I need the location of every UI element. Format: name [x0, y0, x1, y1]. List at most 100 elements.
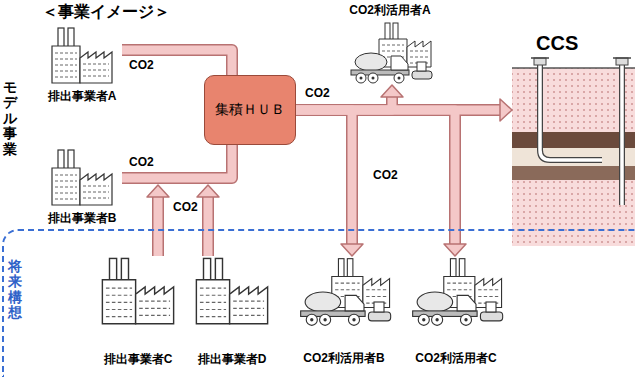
pipe-outlines — [122, 50, 501, 256]
ccs-node: CCS — [512, 32, 635, 246]
wheel-hub — [352, 318, 355, 321]
window-row — [233, 308, 264, 309]
emitter-node: 排出事業者B — [42, 148, 122, 227]
flow-label: CO2 — [172, 200, 199, 214]
window-row — [233, 301, 264, 302]
window-row — [335, 283, 359, 284]
pipe-body — [296, 110, 352, 245]
utilizer-icon — [406, 256, 506, 328]
window-row — [55, 187, 77, 188]
window-row — [55, 65, 77, 66]
wheel — [306, 314, 317, 325]
pipe-arrowhead — [444, 244, 466, 256]
window-row — [55, 71, 77, 72]
emitter-node: 排出事業者D — [191, 256, 273, 368]
window-row — [106, 309, 132, 310]
pipe-outline — [152, 196, 164, 256]
window-row — [382, 51, 404, 52]
window-row — [200, 316, 226, 317]
factory-icon — [194, 256, 270, 325]
hub-box: 集積ＨＵＢ — [204, 75, 296, 145]
node-label: 排出事業者D — [198, 351, 267, 368]
window-row — [83, 70, 109, 71]
flow-label: CO2 — [304, 86, 331, 100]
mixer-drum — [305, 292, 341, 312]
pipe-body — [122, 145, 232, 178]
window-row — [55, 193, 77, 194]
window-row — [55, 53, 77, 54]
truck-cab — [345, 295, 364, 311]
flow-label: CO2 — [128, 155, 155, 169]
factory-block — [196, 280, 229, 324]
wheel-hub — [398, 77, 401, 80]
node-label: CO2利活用者A — [349, 2, 430, 19]
pipe-outline — [296, 110, 455, 245]
utilizer-icon — [345, 21, 435, 85]
factory-icon — [50, 148, 114, 206]
pipe-arrowhead — [500, 99, 512, 121]
window-row — [478, 296, 498, 297]
truck-cab — [457, 295, 476, 311]
future-band: 将来構想排出事業者C排出事業者DCO2利活用者BCO2利活用者C — [2, 229, 635, 377]
factory-block — [52, 168, 80, 205]
window-row — [447, 289, 471, 290]
window-row — [139, 301, 170, 302]
co2-pipe — [122, 50, 232, 75]
window-row — [410, 51, 428, 52]
wheel-hub — [372, 77, 375, 80]
pipe-arrowhead — [381, 85, 403, 97]
window-row — [366, 289, 386, 290]
factory-icon — [50, 26, 114, 84]
window-row — [139, 308, 170, 309]
factory-block — [80, 52, 112, 83]
window-row — [335, 289, 359, 290]
window-row — [447, 283, 471, 284]
utilizer-node: CO2利活用者B — [291, 256, 397, 367]
pipe-outline — [296, 110, 352, 245]
pipe-body — [122, 50, 232, 75]
flow-label: CO2 — [128, 58, 155, 72]
window-row — [83, 192, 109, 193]
pipe-body — [154, 196, 163, 256]
wheel-hub — [323, 318, 326, 321]
window-row — [139, 315, 170, 316]
utilizer-icon — [294, 256, 394, 328]
pipe-outline — [202, 196, 214, 256]
window-row — [55, 59, 77, 60]
wheel — [356, 73, 366, 83]
dozer-body — [480, 312, 502, 321]
pipe-outline — [122, 145, 232, 178]
node-label: 排出事業者C — [104, 351, 173, 368]
wheel — [432, 314, 443, 325]
factory-block — [102, 280, 135, 324]
wheel — [418, 314, 429, 325]
window-row — [55, 181, 77, 182]
pipe-arrowhead — [197, 185, 219, 197]
window-row — [200, 288, 226, 289]
window-row — [106, 302, 132, 303]
factory-block — [52, 46, 80, 83]
chimney — [393, 23, 398, 41]
window-row — [55, 77, 77, 78]
chimney — [459, 259, 465, 279]
window-row — [366, 296, 386, 297]
wheel-hub — [360, 77, 363, 80]
wheel — [320, 314, 331, 325]
window-row — [382, 45, 404, 46]
emitter-node: 排出事業者A — [42, 26, 122, 105]
pipe-arrowhead — [147, 185, 169, 197]
window-row — [83, 76, 109, 77]
co2-pipe — [122, 145, 232, 178]
dozer-cab — [486, 302, 496, 312]
window-row — [106, 295, 132, 296]
window-row — [83, 186, 109, 187]
injection-wells — [531, 58, 631, 205]
diagram-title: ＜事業イメージ＞ — [42, 2, 170, 23]
window-row — [106, 316, 132, 317]
truck-cab — [391, 56, 408, 70]
factory-block — [80, 174, 112, 205]
dozer-body — [368, 312, 390, 321]
